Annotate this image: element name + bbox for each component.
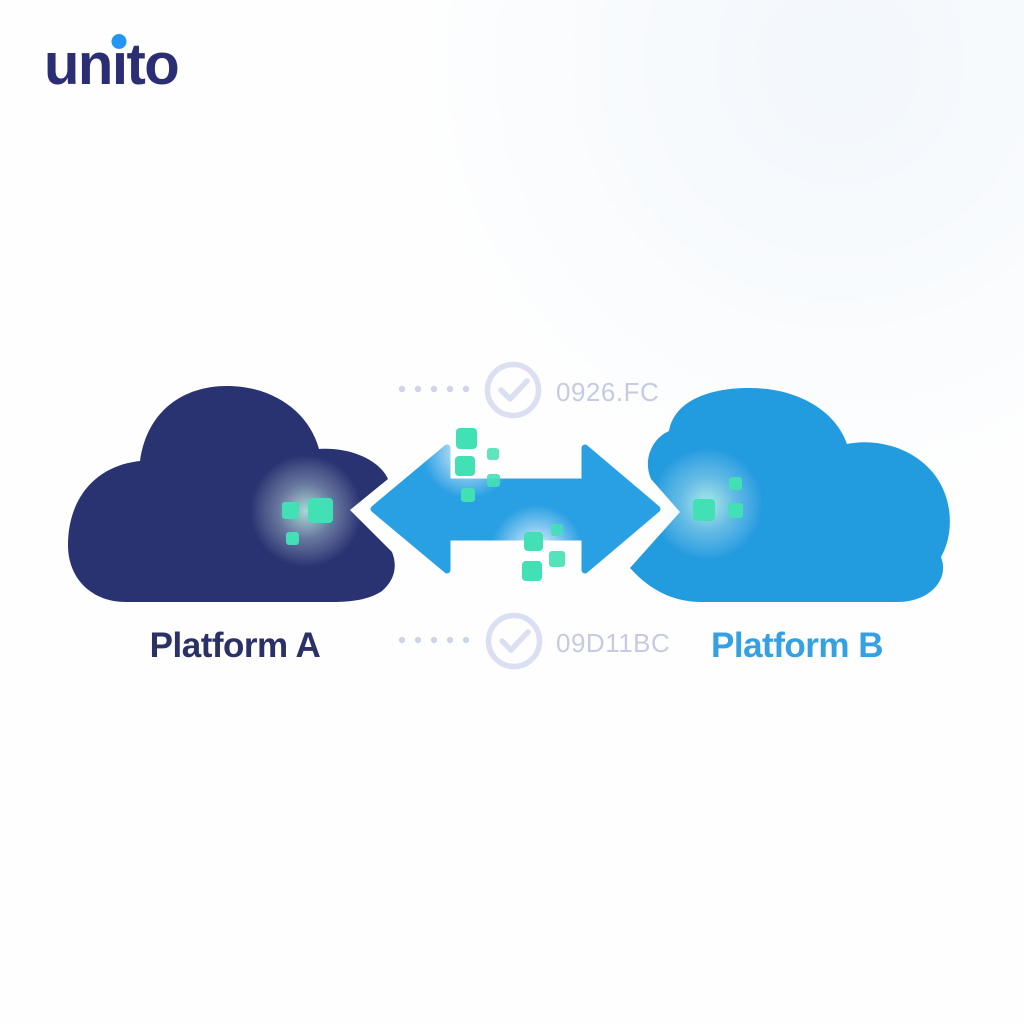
sync-code-top: 0926.FC <box>556 377 660 407</box>
data-square <box>286 532 299 545</box>
data-square <box>487 474 500 487</box>
logo-text-post: to <box>126 32 179 97</box>
logo-text-pre: un <box>44 32 113 97</box>
dot <box>446 385 454 393</box>
platform-a-label: Platform A <box>149 626 321 665</box>
dotted-line-bottom <box>398 636 470 644</box>
glow <box>250 455 362 567</box>
check-icon-bottom <box>485 612 543 670</box>
check-mark <box>499 629 531 653</box>
data-square <box>549 551 565 567</box>
data-square <box>455 456 475 476</box>
data-square <box>282 502 299 519</box>
check-mark <box>498 378 530 402</box>
check-icon-top <box>484 361 542 419</box>
dot <box>430 636 438 644</box>
data-packets-transfer-top <box>455 428 500 502</box>
data-square <box>522 561 542 581</box>
data-square <box>456 428 477 449</box>
data-packets-platform-a <box>282 498 333 545</box>
data-square <box>461 488 475 502</box>
logo-dot-icon <box>111 34 127 49</box>
glow <box>422 406 514 498</box>
dot <box>462 636 470 644</box>
data-square <box>693 499 715 521</box>
logo-letter-i: ı <box>111 32 128 97</box>
data-square <box>729 477 742 490</box>
check-ring <box>485 612 543 670</box>
data-square <box>551 524 563 536</box>
data-square <box>487 448 499 460</box>
dot <box>398 385 406 393</box>
platform-b-label: Platform B <box>711 626 883 665</box>
data-square <box>728 503 743 518</box>
dot <box>446 636 454 644</box>
dot <box>430 385 438 393</box>
data-packets-transfer-bottom <box>522 524 565 581</box>
data-packets-platform-b <box>693 477 743 521</box>
dotted-line-top <box>398 385 470 393</box>
data-square <box>524 532 543 551</box>
check-ring <box>484 361 542 419</box>
sync-code-bottom: 09D11BC <box>556 628 671 658</box>
dot <box>414 385 422 393</box>
dot <box>414 636 422 644</box>
data-square <box>308 498 333 523</box>
dot <box>398 636 406 644</box>
dot <box>462 385 470 393</box>
